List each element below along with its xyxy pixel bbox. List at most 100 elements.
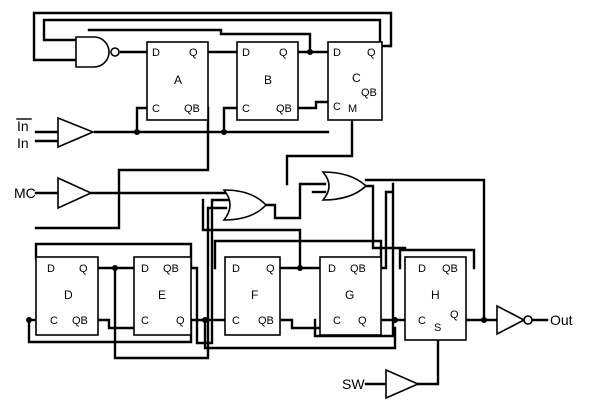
flipflop-e-d-pin: D [141, 263, 149, 275]
flipflop-g: D QB G C Q [319, 256, 382, 336]
junction-dot [112, 265, 118, 271]
flipflop-b-d-pin: D [242, 47, 250, 59]
flipflop-h-c-pin: C [418, 315, 426, 327]
flipflop-c-d-pin: D [333, 47, 341, 59]
or-gate-2-body [321, 171, 368, 201]
wire-d-qb-to-e-c [96, 318, 136, 330]
or-gate-1-body [222, 189, 268, 221]
flipflop-f-d-pin: D [232, 263, 240, 275]
junction-dot [297, 265, 303, 271]
flipflop-g-q-pin: Q [358, 315, 367, 327]
wire-de-top [34, 242, 193, 270]
flipflop-h: D QB H Q C S [404, 256, 467, 341]
flipflop-d-qb-pin: QB [72, 315, 88, 327]
junction-dot [134, 129, 140, 135]
buffer-mc-body [57, 176, 93, 210]
flipflop-f-c-pin: C [232, 315, 240, 327]
output-inverter-bubble [523, 315, 533, 325]
flipflop-b-body [236, 41, 299, 121]
flipflop-a-title: A [174, 73, 182, 87]
flipflop-c: D Q C QB C M [327, 41, 383, 121]
flipflop-c-title: C [352, 71, 361, 85]
flipflop-f-qb-pin: QB [258, 315, 274, 327]
flipflop-c-body [327, 41, 383, 121]
flipflop-a-qb-pin: QB [184, 103, 200, 115]
wire-clock-a [135, 106, 149, 134]
flipflop-f-title: F [251, 288, 258, 302]
wire-or1-out [264, 182, 327, 220]
junction-dot [481, 317, 487, 323]
flipflop-g-qb-pin: QB [350, 263, 366, 275]
junction-dot [26, 317, 32, 323]
flipflop-h-d-pin: D [418, 263, 426, 275]
input-label-in-bar: In [17, 135, 29, 151]
junction-dot [202, 317, 208, 323]
wire-g-to-or2-b [313, 182, 395, 338]
flipflop-b-q-pin: Q [279, 47, 288, 59]
wire-or2-out [364, 184, 407, 250]
flipflop-g-d-pin: D [328, 263, 336, 275]
wire-f-q-to-or1 [201, 198, 302, 270]
flipflop-a-d-pin: D [152, 47, 160, 59]
flipflop-e: D QB E C Q [133, 256, 192, 336]
wire-bq-to-nand [87, 28, 312, 54]
flipflop-a-body [146, 41, 209, 121]
wire-c-m-to-or1 [285, 118, 354, 186]
wire-h-top [398, 248, 476, 270]
flipflop-h-title: H [431, 288, 440, 302]
input-label-sw: SW [342, 376, 365, 392]
or-gate-1 [222, 189, 268, 221]
flipflop-d-q-pin: Q [79, 263, 88, 275]
flipflop-d-title: D [64, 288, 73, 302]
flipflop-d-c-pin: C [50, 315, 58, 327]
flipflop-f: D Q F C QB [224, 256, 281, 336]
junction-dots [26, 49, 487, 323]
flipflop-h-qb-pin: QB [442, 263, 458, 275]
output-label-out: Out [550, 312, 573, 328]
flipflop-g-body [319, 256, 382, 336]
flipflop-c-m-pin: M [348, 103, 357, 115]
flipflop-e-body [133, 256, 192, 336]
flipflop-d: D Q D C QB [35, 256, 99, 336]
input-label-mc: MC [14, 185, 36, 201]
flipflop-e-qb-pin: QB [163, 263, 179, 275]
flipflop-b-c-pin: C [242, 103, 250, 115]
junction-dot [221, 129, 227, 135]
flipflop-h-q-pin: Q [450, 309, 459, 321]
flipflop-h-s-pin: S [434, 322, 441, 334]
flipflop-d-d-pin: D [47, 263, 55, 275]
wire-g-qb-to-or2 [379, 190, 393, 270]
buffer-sw [385, 368, 420, 400]
flipflop-f-body [224, 256, 281, 336]
or-gate-2 [321, 171, 368, 201]
wire-sw-to-h-s [416, 338, 440, 386]
flipflop-e-q-pin: Q [176, 315, 185, 327]
nand-gate [75, 36, 120, 68]
wire-f-qb-to-g-c [278, 318, 322, 330]
wire-e-qb-to-or1 [189, 198, 232, 345]
flipflop-c-q-pin: Q [367, 47, 376, 59]
output-inverter [496, 304, 533, 336]
wire-clock-b [222, 106, 239, 134]
flipflop-e-c-pin: C [141, 315, 149, 327]
flipflop-a-c-pin: C [152, 103, 160, 115]
flipflop-g-c-pin: C [333, 315, 341, 327]
flipflop-g-title: G [345, 288, 354, 302]
wire-fg-top [213, 239, 383, 270]
flipflop-h-body [404, 256, 467, 341]
flipflop-b-title: B [264, 73, 272, 87]
buffer-sw-body [385, 368, 420, 400]
flipflop-d-body [35, 256, 99, 336]
junction-dot [392, 317, 398, 323]
input-label-in: In [17, 118, 29, 134]
junction-dot [307, 49, 313, 55]
flipflop-a: D Q A C QB [146, 41, 209, 121]
flipflop-c-qb-pin: QB [361, 87, 377, 99]
flipflop-b-qb-pin: QB [276, 103, 292, 115]
wire-a-qb-down [34, 106, 210, 230]
buffer-in [57, 116, 96, 149]
wire-or2-feedback [364, 178, 486, 322]
wires [27, 11, 549, 386]
flipflop-c-c-pin: C [333, 101, 341, 113]
wire-b-qb-to-c-c [296, 100, 330, 110]
